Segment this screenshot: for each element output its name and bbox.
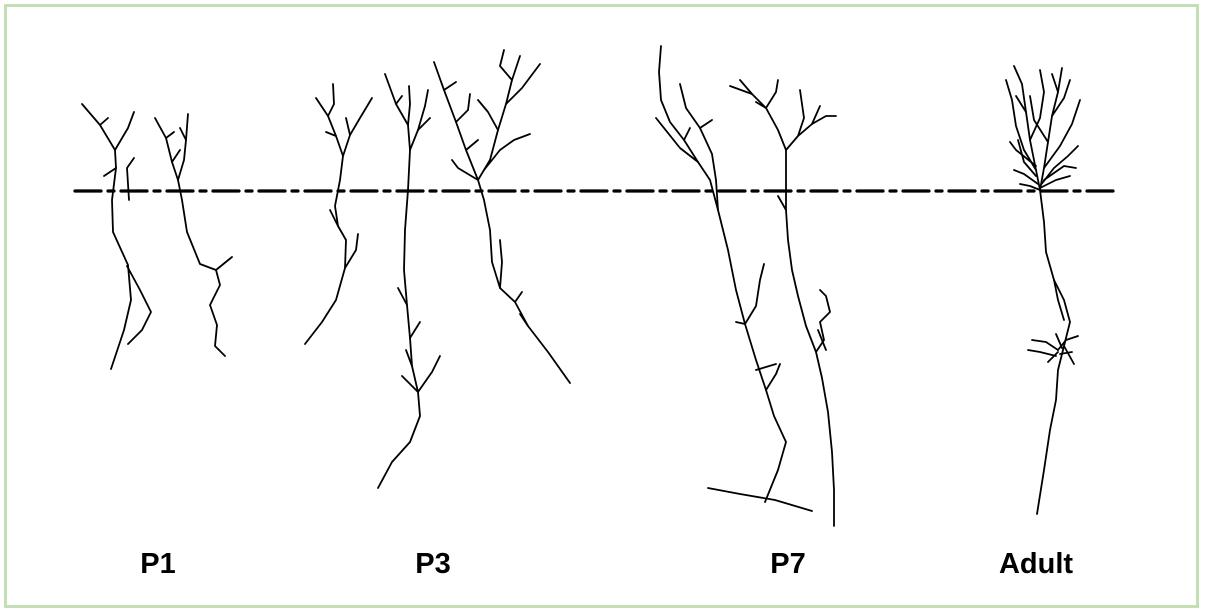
neuron-p1-b bbox=[155, 114, 232, 356]
neuron-p7-b bbox=[730, 80, 836, 526]
neuron-p3-b bbox=[378, 74, 440, 488]
stage-label-adult: Adult bbox=[999, 548, 1073, 581]
stage-label-p3: P3 bbox=[415, 548, 450, 581]
neuron-adult bbox=[1006, 66, 1080, 514]
neuron-p1-a bbox=[82, 104, 151, 369]
stage-label-p1: P1 bbox=[140, 548, 175, 581]
neuron-p3-a bbox=[305, 84, 372, 344]
neuron-p7-a bbox=[656, 46, 812, 511]
stage-label-p7: P7 bbox=[770, 548, 805, 581]
neuron-p3-c bbox=[434, 50, 570, 383]
